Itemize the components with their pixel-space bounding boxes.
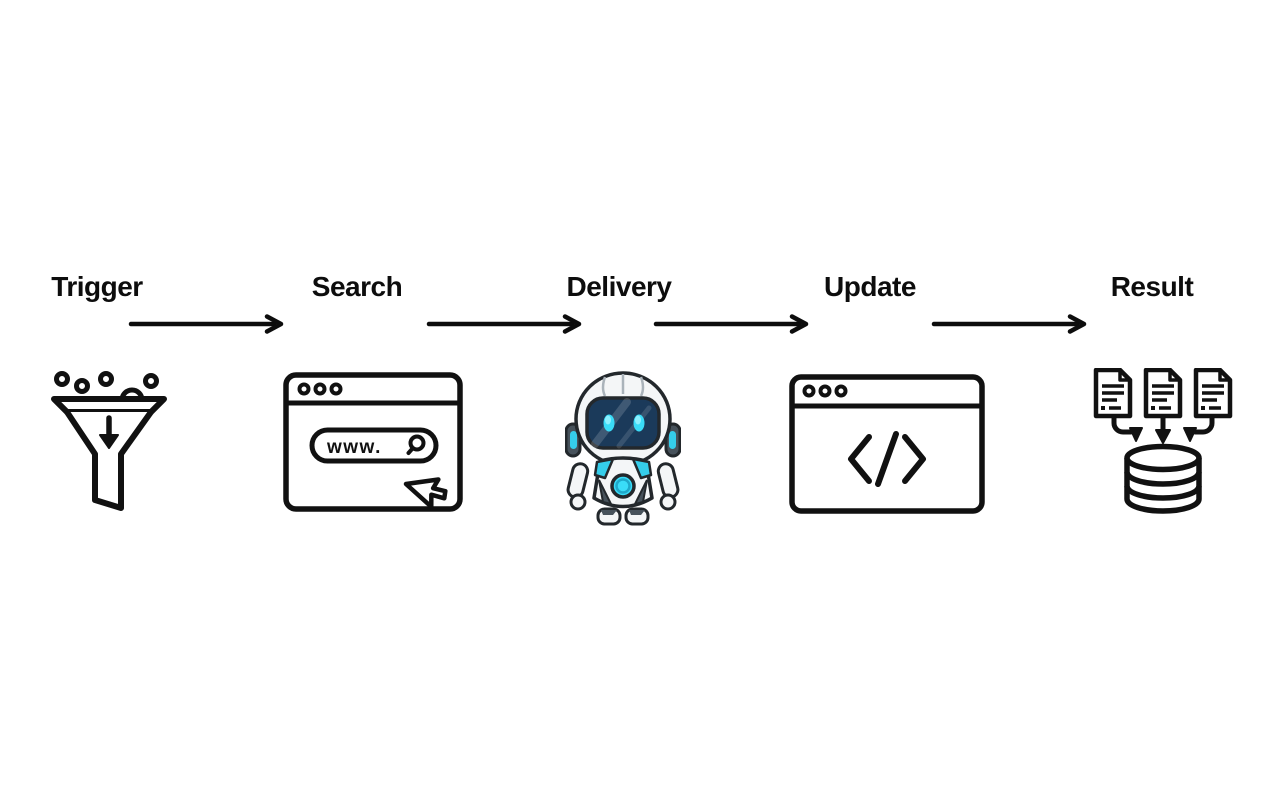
funnel-icon: [51, 371, 167, 511]
step-label-update: Update: [824, 271, 916, 302]
window-dots-icon: [297, 382, 343, 396]
browser-code-icon: [789, 374, 985, 514]
arrow-search-to-delivery: [426, 314, 582, 334]
browser-search-icon: www.: [283, 372, 463, 512]
arrow-delivery-to-update: [653, 314, 809, 334]
arrow-update-to-result: [931, 314, 1087, 334]
step-label-search: Search: [311, 271, 403, 302]
robot-mascot-icon: [565, 371, 681, 526]
database-icon: [1124, 443, 1202, 514]
cursor-icon: [403, 477, 448, 510]
document-icon: [1196, 370, 1230, 416]
arrow-trigger-to-search: [128, 314, 284, 334]
step-label-trigger: Trigger: [51, 271, 143, 302]
url-text: www.: [326, 437, 382, 458]
document-icon: [1146, 370, 1180, 416]
document-icon: [1096, 370, 1130, 416]
step-label-result: Result: [1110, 271, 1194, 302]
window-dots-icon: [802, 384, 848, 398]
step-label-delivery: Delivery: [566, 271, 672, 302]
code-tag-icon: [848, 431, 926, 487]
magnifier-icon: [406, 434, 426, 455]
robot-chest-core: [610, 473, 636, 499]
url-bar: [309, 427, 439, 464]
documents-database-icon: [1092, 368, 1234, 514]
